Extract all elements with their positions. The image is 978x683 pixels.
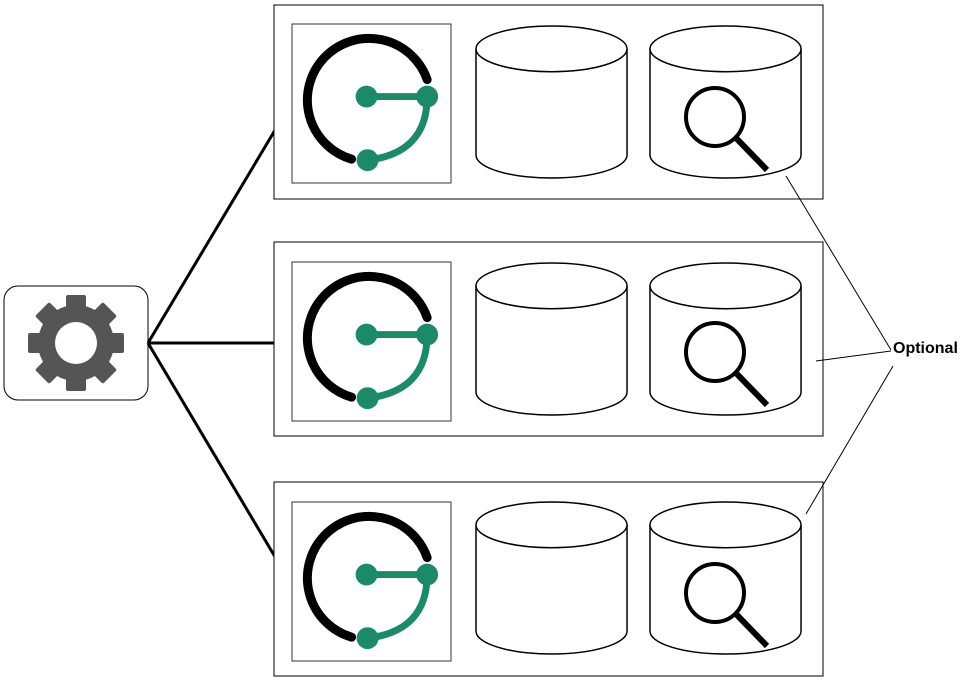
gear-icon [28,295,124,391]
search-index-icon [649,501,802,655]
callout-line-3 [805,365,894,515]
git-logo-icon [291,23,452,184]
callout-line-2 [815,350,892,362]
database-icon [475,25,628,179]
search-index-icon [649,262,802,416]
optional-label: Optional [893,340,958,357]
node-box-2 [273,241,824,437]
arrow-to-node-3 [146,342,292,584]
node-box-1 [273,4,824,200]
arrow-to-node-1 [146,103,292,344]
database-icon [475,262,628,416]
database-icon [475,501,628,655]
source-node [3,285,149,401]
node-box-3 [273,481,824,677]
optional-callout-lines [785,175,894,515]
search-index-icon [649,25,802,179]
connection-arrows [146,103,292,584]
git-logo-icon [291,501,452,662]
git-logo-icon [291,261,452,422]
callout-line-1 [785,175,892,351]
